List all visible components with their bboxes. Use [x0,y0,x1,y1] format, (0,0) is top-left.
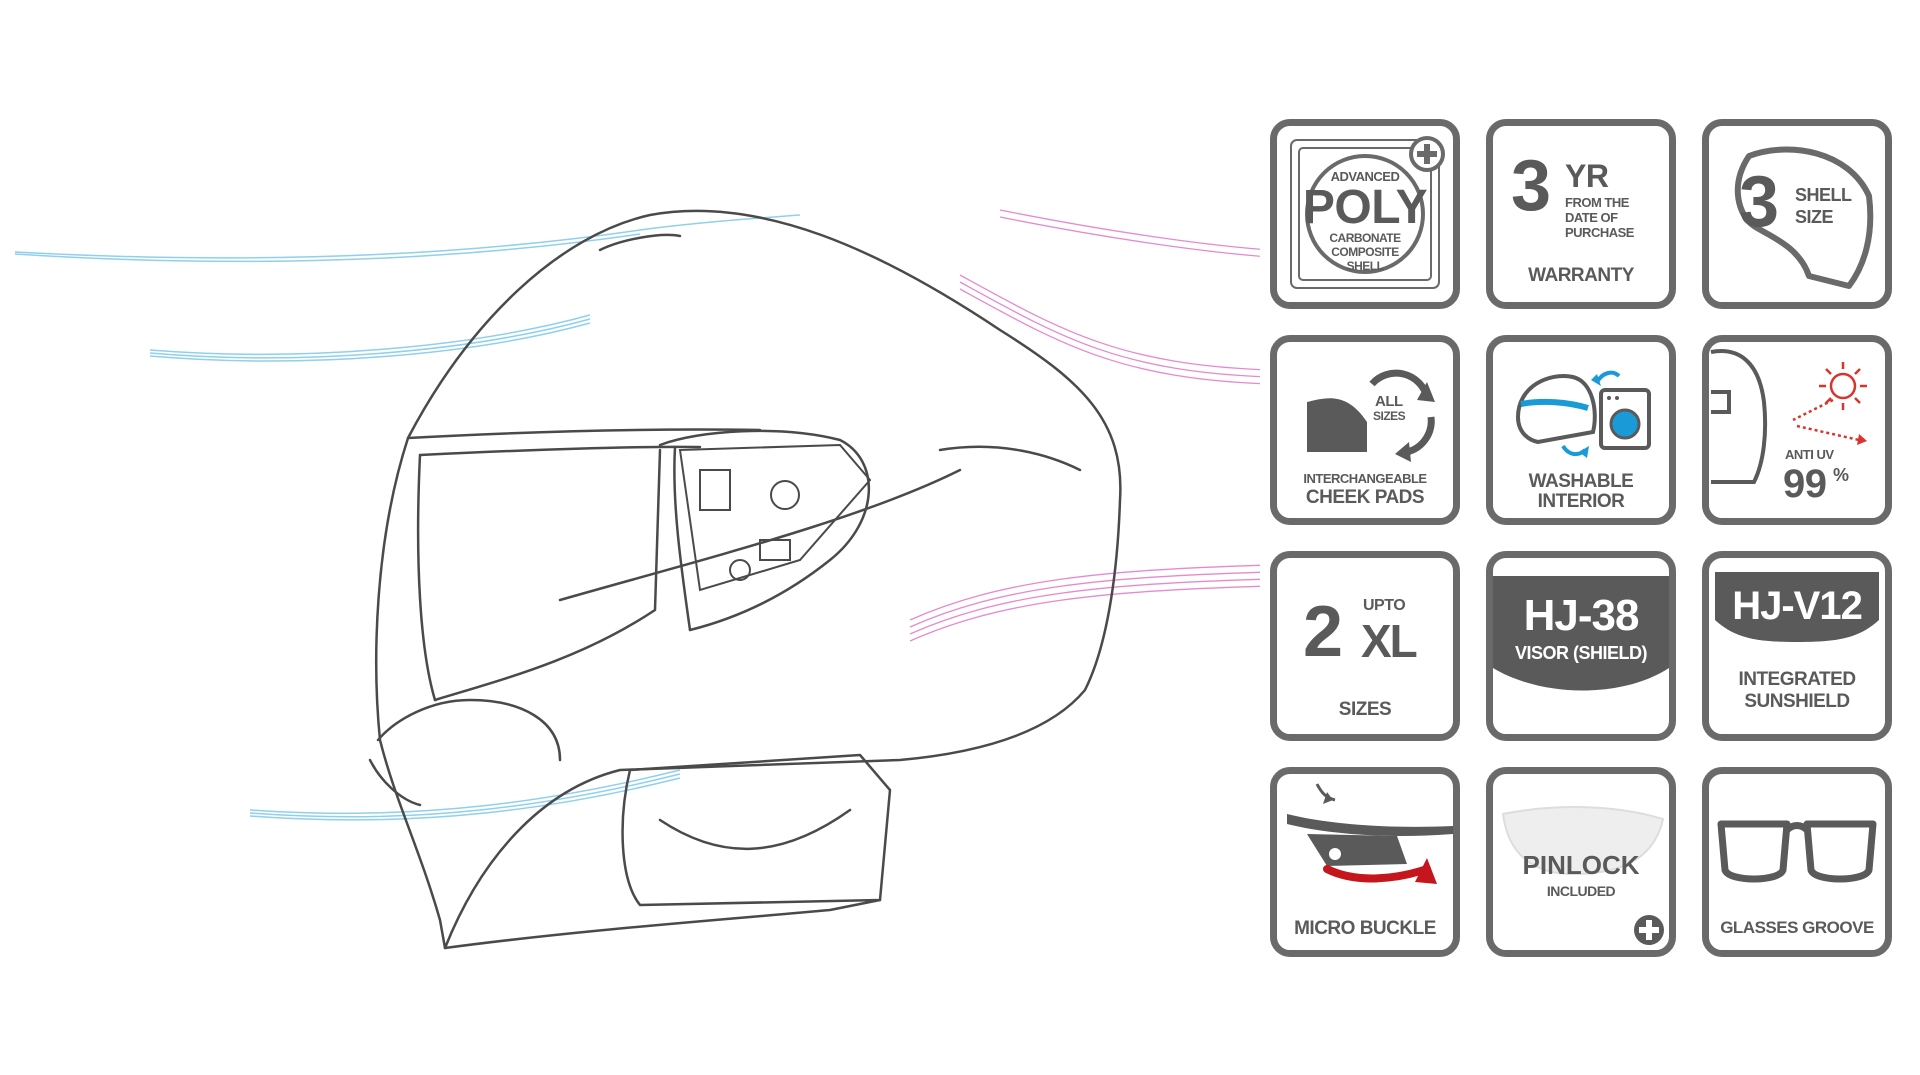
shell-number: 3 [1739,162,1779,242]
washing-machine-icon [1599,388,1651,450]
glasses-caption: GLASSES GROOVE [1720,918,1874,937]
glasses-icon [1717,820,1877,883]
poly-line3: CARBONATE [1329,231,1401,245]
visor-side-icon [1710,349,1768,484]
sizes-caption: SIZES [1338,699,1392,720]
warranty-line2: DATE OF [1565,210,1618,225]
feature-tile-cheek: ALL SIZES INTERCHANGEABLE CHEEK PADS [1270,335,1460,525]
uv-line1: ANTI UV [1785,447,1834,462]
helmet-outline [368,209,1122,950]
poly-line1: ADVANCED [1330,169,1400,184]
shell-outline-icon [1734,146,1874,289]
feature-tile-visor: HJ-38 VISOR (SHIELD) [1486,551,1676,741]
feature-tile-uv: ANTI UV 99 % [1702,335,1892,525]
helmet-mini-icon [1515,374,1597,445]
poly-line5: SHELL [1346,259,1384,273]
pinlock-line2: INCLUDED [1546,883,1616,899]
cheek-badge1: ALL [1375,393,1403,410]
sizes-upto: UPTO [1363,597,1406,614]
visor-mechanism [678,443,872,592]
cheek-pad-icon [1307,369,1435,462]
feature-tile-sunshield: HJ-V12 INTEGRATED SUNSHIELD [1702,551,1892,741]
warranty-line3: PURCHASE [1565,225,1634,240]
feature-tile-sizes: 2 UPTO XL SIZES [1270,551,1460,741]
visor-shield-icon [1493,576,1669,691]
visor-line2: VISOR (SHIELD) [1514,643,1648,663]
warranty-number: 3 [1511,146,1551,226]
washable-line2: INTERIOR [1537,491,1625,512]
plus-circle-icon [1634,915,1664,945]
feature-tile-washable: WASHABLE INTERIOR [1486,335,1676,525]
washable-line1: WASHABLE [1528,471,1634,492]
cheek-badge2: SIZES [1373,409,1406,423]
feature-tile-shell: 3 SHELL SIZE [1702,119,1892,309]
feature-tile-buckle: MICRO BUCKLE [1270,767,1460,957]
cheek-line2: CHEEK PADS [1305,487,1425,508]
feature-tile-pinlock: PINLOCK INCLUDED [1486,767,1676,957]
airflow-lines-pink [909,209,1260,642]
poly-line4: COMPOSITE [1331,245,1399,259]
sunshield-line3: SUNSHIELD [1744,691,1850,712]
warranty-line1: FROM THE [1565,195,1629,210]
sunshield-line1: HJ-V12 [1732,584,1863,628]
visor-line1: HJ-38 [1523,591,1640,640]
sizes-size: XL [1361,615,1418,667]
airflow-lines-blue [14,214,801,821]
shell-line2: SIZE [1795,207,1834,227]
uv-unit: % [1833,465,1849,485]
sunshield-line2: INTEGRATED [1738,669,1856,690]
feature-tile-poly: ADVANCED POLY CARBONATE COMPOSITE SHELL [1270,119,1460,309]
feature-tile-glasses: GLASSES GROOVE [1702,767,1892,957]
poly-line2: POLY [1302,181,1428,234]
shell-line1: SHELL [1795,185,1852,205]
sun-uv-icon [1792,362,1867,445]
helmet-illustration [14,209,1260,950]
pinlock-line1: PINLOCK [1522,850,1640,880]
warranty-unit: YR [1565,158,1609,194]
sizes-number: 2 [1303,592,1343,672]
uv-value: 99 [1783,462,1827,506]
sunshield-icon [1715,572,1879,642]
feature-tile-warranty: 3 YR FROM THE DATE OF PURCHASE WARRANTY [1486,119,1676,309]
micro-buckle-icon [1287,783,1453,884]
plus-badge-icon [1409,136,1445,172]
warranty-caption: WARRANTY [1528,265,1634,286]
cheek-line1: INTERCHANGEABLE [1303,471,1427,486]
feature-grid: ADVANCED POLY CARBONATE COMPOSITE SHELL … [1270,119,1900,963]
buckle-caption: MICRO BUCKLE [1294,918,1436,939]
